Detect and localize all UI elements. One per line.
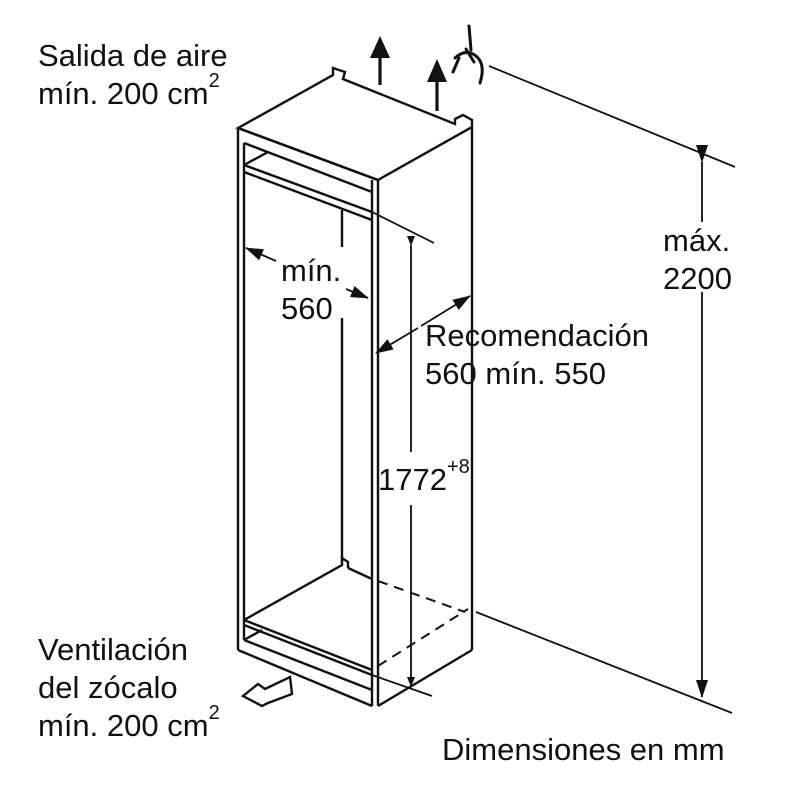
air-outlet-line1: Salida de aire (38, 38, 228, 73)
recommendation-line1: Recomendación (425, 318, 650, 353)
width-min-560-arrows (245, 247, 369, 299)
width-min-label: mín. 560 (281, 252, 341, 328)
plinth-vent-line1: Ventilación (38, 632, 188, 667)
width-min-line2: 560 (281, 291, 333, 326)
ceiling-break-icon (451, 24, 484, 85)
cabinet-bottom-floor (237, 555, 373, 708)
plinth-vent-line2: del zócalo (38, 670, 178, 705)
cabinet-front-left-edge (236, 128, 246, 650)
max-height-line2: 2200 (663, 261, 732, 296)
recommendation-line2: 560 mín. 550 (425, 356, 606, 391)
height-1772-label: 1772+8 (378, 457, 470, 499)
air-outlet-label: Salida de aire mín. 200 cm2 (38, 37, 228, 113)
width-min-line1: mín. (281, 253, 342, 288)
height-value: 1772 (378, 462, 447, 497)
recommendation-label: Recomendación 560 mín. 550 (425, 317, 649, 393)
height-tolerance: +8 (446, 456, 470, 478)
max-height-line1: máx. (663, 223, 731, 258)
cabinet-top-face (235, 66, 474, 182)
arrow-right-outline-icon (240, 675, 294, 708)
cabinet-right-side (377, 127, 474, 708)
air-outlet-line2: mín. 200 cm2 (38, 70, 220, 111)
units-note: Dimensiones en mm (442, 732, 725, 767)
max-height-label: máx. 2200 (663, 222, 732, 298)
depth-recommendation-arrows (375, 295, 471, 354)
top-front-rail (237, 126, 379, 222)
plinth-vent-label: Ventilación del zócalo mín. 200 cm2 (38, 631, 220, 745)
cabinet-front-right-edge (370, 180, 380, 706)
plinth-vent-line3: mín. 200 cm2 (38, 702, 220, 743)
arrow-up-icon (370, 36, 447, 111)
extension-lines (371, 65, 736, 714)
hidden-edges (377, 580, 469, 667)
